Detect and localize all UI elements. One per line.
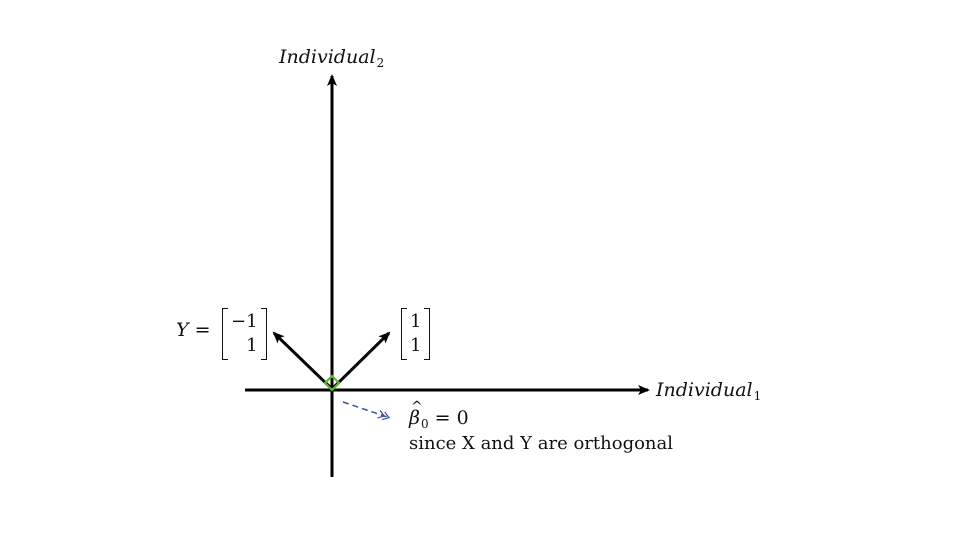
y-axis-label-subscript: 2 [376,56,385,70]
beta-subscript: 0 [420,417,429,431]
matrix-left-bracket [222,308,228,360]
vector-x-components: 1 1 [407,308,424,360]
beta-value: = 0 [434,407,469,429]
vector-y-component-2: 1 [246,335,258,356]
orthogonal-note: since X and Y are orthogonal [409,433,674,454]
x-axis-label-main: Individual [656,379,753,401]
vector-y-label: Y = [176,321,211,340]
x-axis-label-subscript: 1 [753,389,762,403]
x-axis-label: Individual1 [656,379,762,403]
matrix-right-bracket [260,308,267,360]
vector-y-components: −1 1 [228,308,261,360]
vector-y-matrix: −1 1 [222,308,267,360]
vector-y-name: Y [176,319,189,341]
beta-hat-symbol: β [409,400,423,428]
right-angle-marker [323,374,341,392]
vector-x-arrow [330,331,391,391]
y-axis-label: Individual2 [279,46,385,70]
vector-x-matrix: 1 1 [401,308,431,360]
vector-y-component-1: −1 [231,311,258,332]
matrix-right-bracket [424,308,431,360]
matrix-left-bracket [401,308,407,360]
beta-annotation: β0 = 0 [409,400,469,431]
vector-y-arrow [272,331,334,391]
annotation-arrow [342,401,391,418]
y-axis-label-main: Individual [279,46,376,68]
vector-x-component-1: 1 [410,311,422,332]
vector-x-component-2: 1 [410,335,422,356]
vector-y-equals: = [194,319,211,341]
